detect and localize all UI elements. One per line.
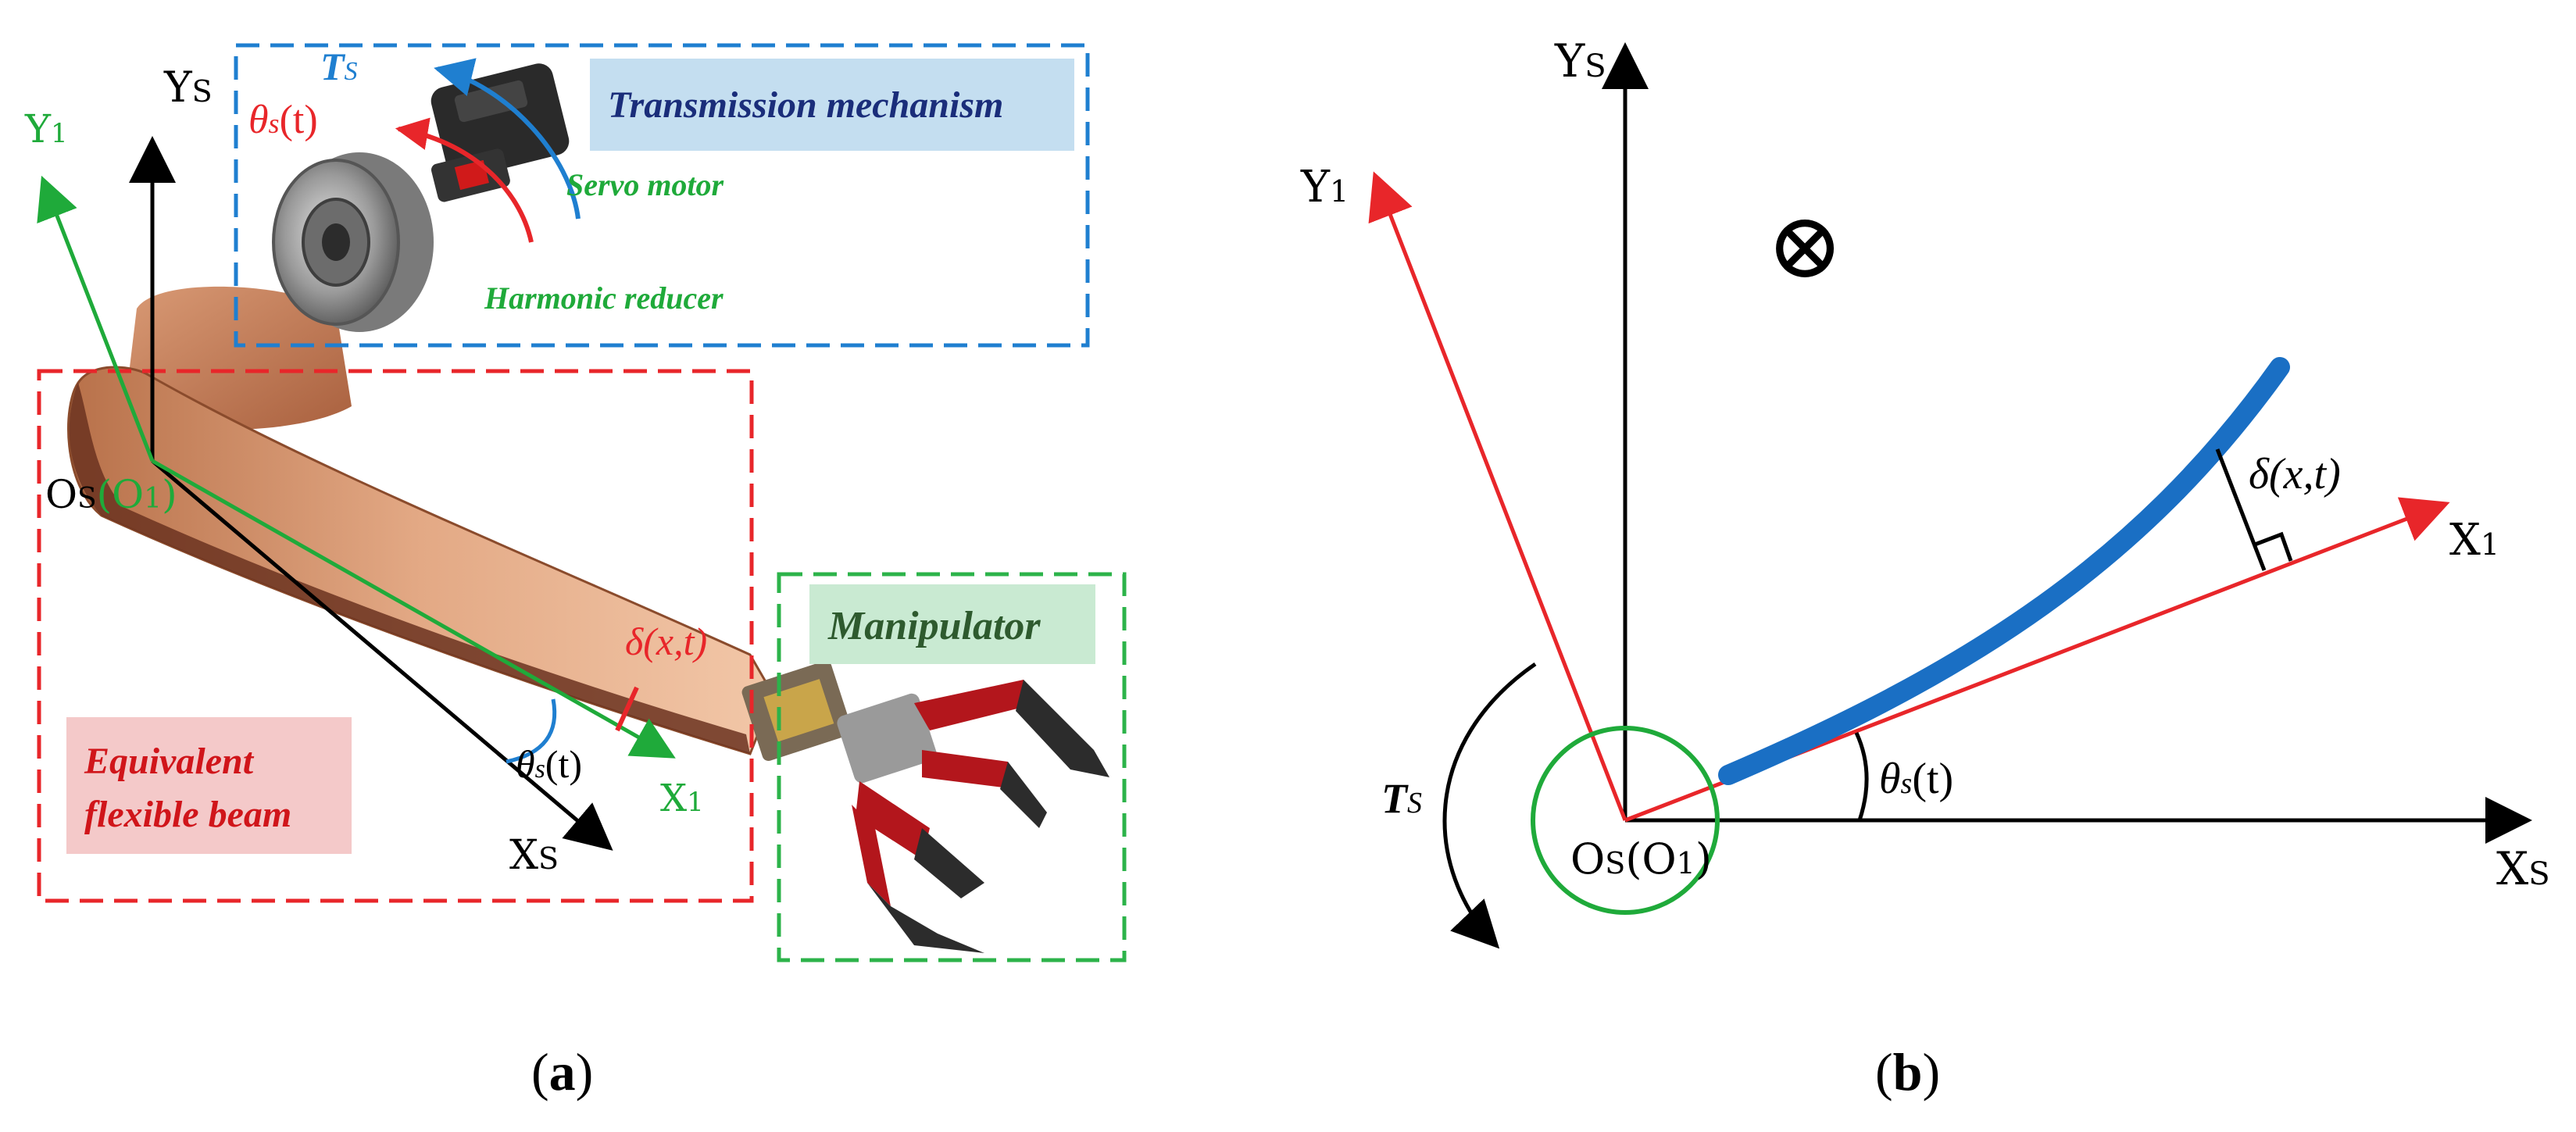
transmission-label-bg [590,59,1074,151]
harmonic-reducer-illustration [272,152,434,332]
label-manipulator: Manipulator [827,604,1041,648]
panel-a: YS Y1 OS(O1) XS X1 θs(t) δ(x,t) TS θs(t)… [24,43,1127,1102]
label-theta-red-a: θs(t) [248,98,318,142]
label-xs-a: XS [509,832,559,879]
panel-b: ⊗ YS Y1 X1 XS OS(O1) θs(t) δ(x,t) TS (b) [1300,34,2550,1102]
right-angle-marker [2254,531,2293,562]
label-theta-a: θs(t) [516,742,582,786]
hub-circle [1531,726,1720,915]
label-x1-b: X1 [2449,515,2499,566]
axis-x1-a [151,459,676,759]
deflection-line-b [2215,448,2267,571]
deflected-beam [1718,357,2290,785]
transmission-box [234,43,1090,348]
angle-arc-a [506,698,557,764]
label-xs-b: XS [2496,842,2550,895]
label-ys-a: YS [163,62,213,112]
label-torque-b: TS [1381,775,1422,822]
label-servo-motor: Servo motor [566,167,724,202]
label-origin-a: OS(O1) [45,472,177,517]
flexible-beam-illustration [67,286,775,755]
caption-b: (b) [1875,1042,1940,1102]
label-harmonic-reducer: Harmonic reducer [484,280,723,316]
label-y1-b: Y1 [1300,162,1349,212]
label-delta-b: δ(x,t) [2249,450,2341,498]
label-origin-b: OS(O1) [1570,834,1712,884]
label-theta-b: θs(t) [1879,755,1953,803]
caption-a: (a) [531,1042,593,1102]
manipulator-box [777,572,1127,962]
label-beam-line1: Equivalent [84,741,255,782]
angle-arc-red-a [395,117,534,243]
axis-y1-a [37,175,155,462]
angle-arc-b [1854,731,1869,821]
label-y1-a: Y1 [24,106,68,152]
label-torque-a: TS [320,45,358,88]
beam-label-bg [66,717,352,854]
axis-xs-a [151,459,613,851]
label-ys-b: YS [1554,34,1606,87]
gripper-illustration [741,660,1109,953]
torque-arc-b [1442,662,1537,949]
label-x1-a: X1 [660,777,704,820]
deflection-marker-a [615,686,639,732]
beam-dark-edge [69,383,750,754]
beam-box [37,369,754,903]
axis-y1-b [1368,171,1627,821]
out-of-plane-icon: ⊗ [1767,191,1844,299]
manipulator-label-bg [809,584,1095,664]
label-transmission: Transmission mechanism [608,84,1003,126]
torque-arc-a [434,58,581,220]
beam-body [67,366,775,755]
label-beam-line2: flexible beam [84,794,291,835]
label-delta-a: δ(x,t) [625,620,707,663]
